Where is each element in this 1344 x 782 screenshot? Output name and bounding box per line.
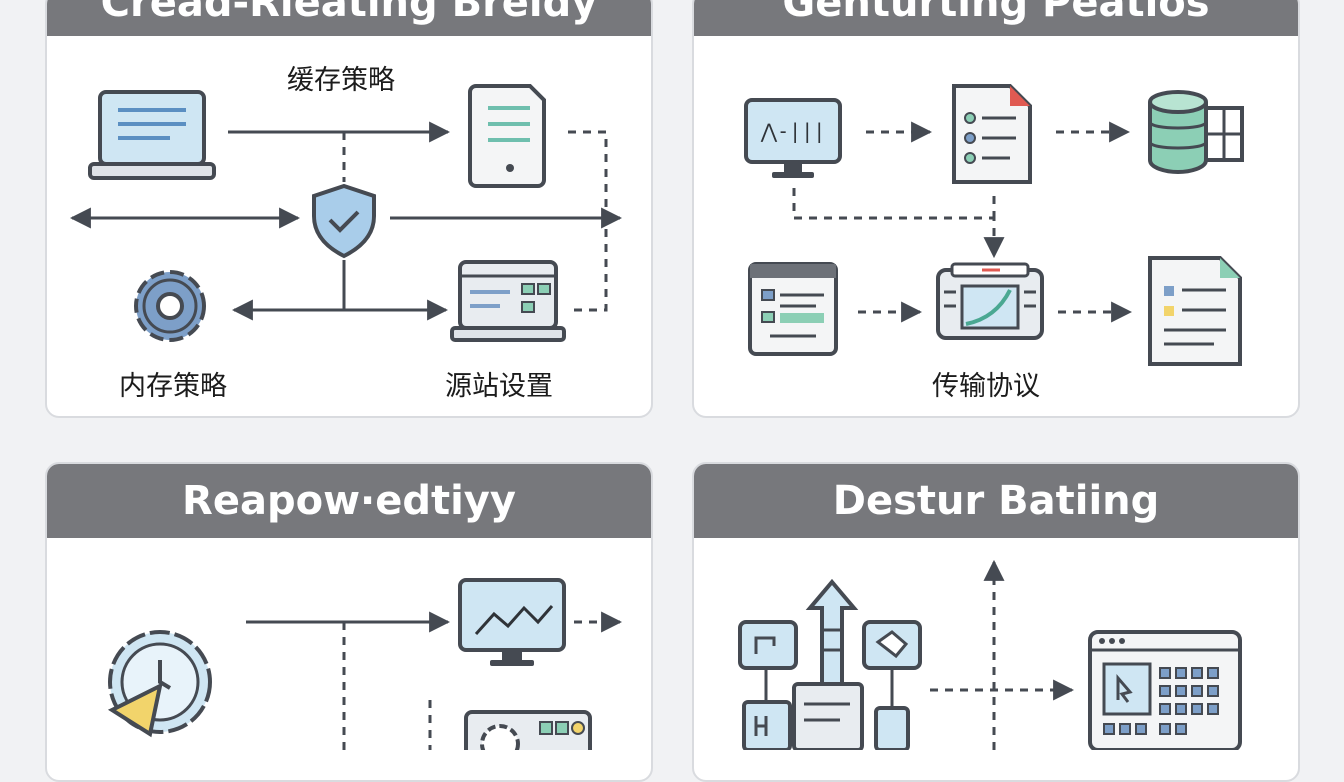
label-cache-policy: 缓存策略 [287,65,395,96]
label-origin-settings: 源站设置 [445,371,553,402]
laptop-icon [88,90,216,180]
database-table-icon [1148,90,1244,175]
server-panel-icon [450,260,566,342]
panel-title-top-left: Cread-Rleating Breldy [47,0,651,36]
report-doc-icon [1148,256,1242,366]
folder-box-icon [738,620,798,670]
panel-title-bottom-left: Reapow·edtiyy [47,464,651,538]
monitor-wave-icon: ⋀-||| [744,98,842,178]
flow-arrows-bottom-right [764,559,1075,750]
monitor-glyph: ⋀-||| [760,119,826,143]
gear-icon [134,270,206,342]
tablet-doc-icon [468,84,546,188]
shield-check-icon [312,183,376,259]
label-transfer-protocol: 传输协议 [932,371,1040,402]
diagram-layer: ⋀-||| [69,84,1244,750]
checklist-doc-icon [952,84,1032,184]
label-memory-policy: 内存策略 [119,371,227,402]
dashboard-laptop-icon [1088,630,1242,750]
browser-form-icon [748,262,838,356]
panel-title-bottom-right: Destur Batiing [694,464,1298,538]
monitor-line-chart-icon [458,578,566,666]
clock-chart-icon [107,630,212,738]
flow-arrows-top-left [69,121,623,321]
tag-box-icon [862,620,922,670]
protocol-device-icon [936,262,1044,340]
device-stack-icon [742,682,910,750]
flow-arrows-top-right [792,121,1133,323]
settings-panel-icon [464,710,592,750]
panel-title-top-right: Genturting Peatios [694,0,1298,36]
flow-arrows-bottom-left [246,611,623,750]
